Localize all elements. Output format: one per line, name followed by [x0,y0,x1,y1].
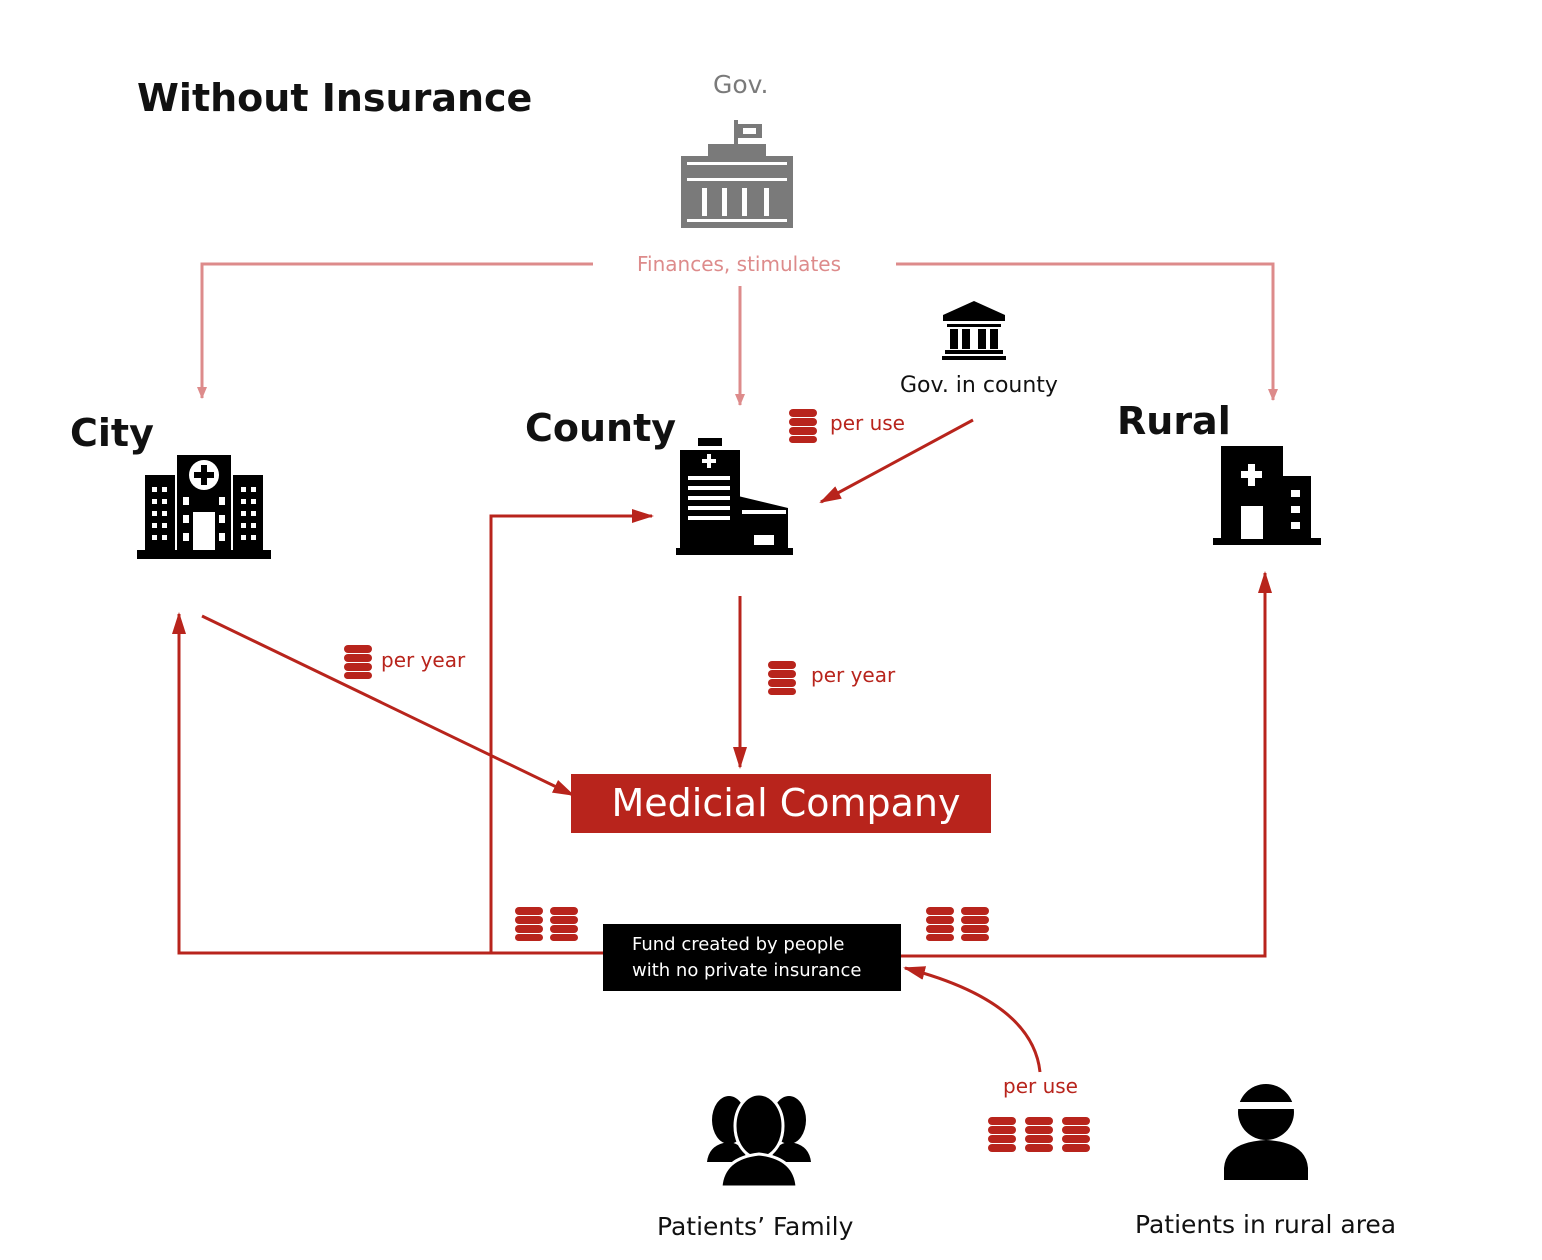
coins-icon [344,645,372,679]
coins-icon [926,907,989,941]
per-use-county-label: per use [830,411,905,435]
fund-line-1: Fund created by people [632,934,845,955]
rural-hospital-icon [1213,446,1321,545]
city-hospital-icon [137,455,271,559]
per-use-fund-label: per use [1003,1074,1078,1098]
fund-line-2: with no private insurance [632,960,862,981]
medical-company-box: Medicial Company [571,774,991,833]
county-label: County [525,406,677,450]
courthouse-icon [942,301,1006,360]
per-year-city-label: per year [381,648,466,672]
arrow-patients-to-fund [903,966,1042,1073]
patient-icon [1224,1084,1308,1180]
gov-in-county-label: Gov. in county [900,373,1058,398]
patients-family-label: Patients’ Family [657,1212,854,1241]
arrow-govcounty-to-county [819,418,974,504]
fund-box: Fund created by people with no private i… [603,924,901,991]
coins-icon [789,409,817,443]
arrow-gov-to-rural [896,262,1278,401]
arrow-city-to-medco [201,614,575,797]
arrow-gov-to-city [197,262,593,399]
arrow-fund-to-city [172,612,603,955]
per-year-county-label: per year [811,663,896,687]
coins-icon [988,1117,1090,1152]
gov-label: Gov. [713,70,769,99]
arrow-fund-to-rural [901,571,1272,958]
government-building-icon [681,120,793,228]
county-hospital-icon [676,438,793,555]
city-label: City [70,411,154,455]
patients-rural-label: Patients in rural area [1135,1210,1397,1239]
arrow-fund-to-county [489,509,654,953]
finances-label: Finances, stimulates [637,252,842,276]
rural-label: Rural [1117,399,1231,443]
page-title: Without Insurance [137,76,533,120]
patients-group-icon [707,1092,811,1188]
coins-icon [515,907,578,941]
coins-icon [768,661,796,695]
